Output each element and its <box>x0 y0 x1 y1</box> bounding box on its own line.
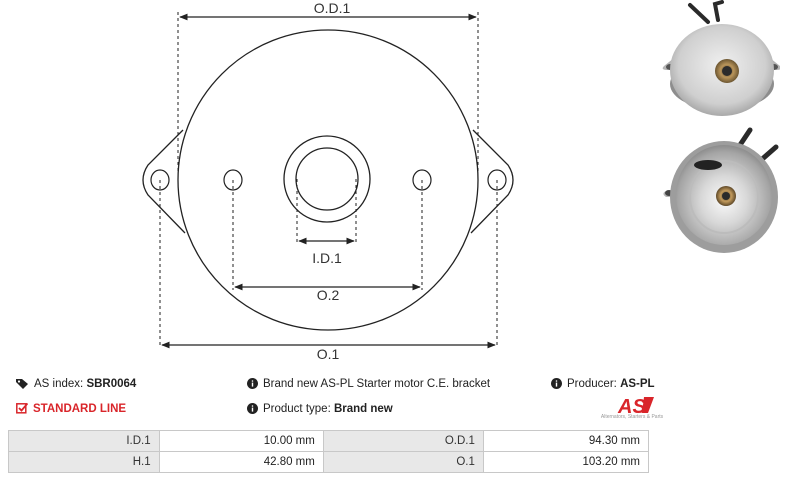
bracket-outline <box>142 29 514 331</box>
product-photo-inside <box>663 127 779 253</box>
spec-label: I.D.1 <box>8 430 160 452</box>
as-index: AS index: SBR0064 <box>16 377 136 393</box>
spec-value: 42.80 mm <box>158 451 324 473</box>
product-type-value: Brand new <box>333 403 393 415</box>
standard-line: STANDARD LINE <box>16 402 126 418</box>
info-icon <box>551 378 562 393</box>
as-logo-subtext: Alternators, Starters & Parts <box>600 414 664 420</box>
description: Brand new AS-PL Starter motor C.E. brack… <box>247 377 490 393</box>
as-logo: AS Alternators, Starters & Parts <box>596 394 668 424</box>
info-icon <box>247 403 258 418</box>
spec-value: 94.30 mm <box>482 430 650 452</box>
o1-label: O.1 <box>317 346 340 362</box>
producer-value: AS-PL <box>620 378 655 390</box>
as-index-label: AS index: <box>34 378 84 390</box>
spec-value: 103.20 mm <box>482 451 650 473</box>
standard-line-label: STANDARD LINE <box>33 403 127 415</box>
producer: Producer: AS-PL <box>551 377 655 393</box>
spec-label: O.1 <box>322 451 484 473</box>
description-text: Brand new AS-PL Starter motor C.E. brack… <box>263 378 491 390</box>
product-type: Product type: Brand new <box>247 402 393 418</box>
product-photo-top <box>662 0 780 116</box>
dimension-lines <box>161 13 496 349</box>
as-index-value: SBR0064 <box>86 378 137 390</box>
info-icon <box>247 378 258 393</box>
o2-label: O.2 <box>317 287 340 303</box>
mounting-holes <box>150 169 507 191</box>
bearing-boss <box>283 135 371 223</box>
tag-icon <box>16 378 29 393</box>
technical-drawing: O.D.1 I.D.1 O.2 O.1 <box>142 0 514 362</box>
id1-label: I.D.1 <box>312 250 342 266</box>
producer-label: Producer: <box>567 378 617 390</box>
spec-value: 10.00 mm <box>158 430 324 452</box>
checkbox-checked-icon <box>16 402 29 418</box>
extension-lines <box>159 12 498 348</box>
spec-label: O.D.1 <box>322 430 484 452</box>
spec-label: H.1 <box>8 451 160 473</box>
svg-text:AS: AS <box>617 396 646 416</box>
product-type-label: Product type: <box>263 403 331 415</box>
as-logo-mark: AS <box>617 396 654 418</box>
od1-label: O.D.1 <box>314 0 351 16</box>
